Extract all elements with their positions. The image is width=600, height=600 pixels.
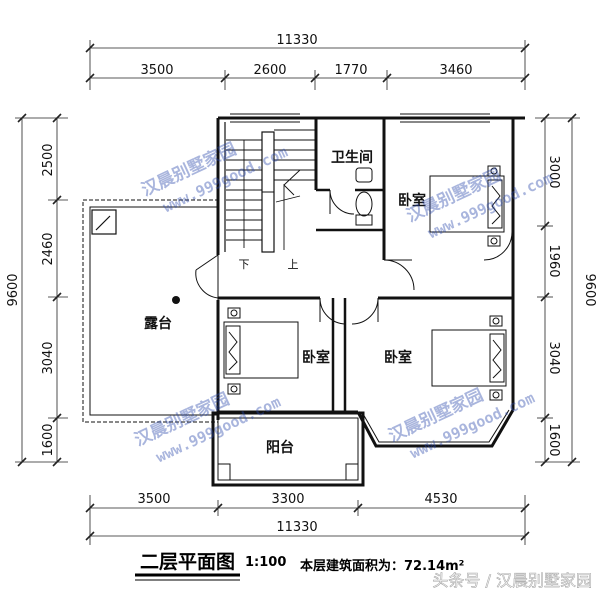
bottom-dim-1: 3500 — [137, 492, 170, 507]
left-dim-2: 2460 — [41, 232, 56, 265]
right-total-dim: 9600 — [582, 273, 597, 306]
left-dim-1: 2500 — [41, 143, 56, 176]
floor-area-label: 本层建筑面积为：72.14m² — [300, 558, 464, 574]
stair-up-label: 上 — [288, 258, 299, 271]
roof-drain-icon — [91, 209, 117, 235]
bottom-dim-2: 3300 — [271, 492, 304, 507]
stair-down-label: 下 — [239, 258, 250, 271]
balcony-label: 阳台 — [266, 439, 294, 456]
right-dim-4: 1600 — [546, 423, 561, 456]
plan-scale: 1:100 — [245, 555, 286, 570]
left-dim-3: 3040 — [41, 341, 56, 374]
bedroom-se-label: 卧室 — [384, 349, 412, 366]
dimension-lines — [15, 40, 580, 545]
right-dim-1: 3000 — [546, 155, 561, 188]
source-credit: 头条号 / 汉晨别墅家园 — [432, 571, 592, 590]
watermark-top: 汉晨别墅家园 www.999good.com — [138, 138, 290, 216]
right-dim-3: 3040 — [546, 341, 561, 374]
balcony-outline — [211, 411, 365, 487]
bottom-total-dim: 11330 — [276, 520, 317, 535]
bathroom-fixtures — [355, 167, 373, 226]
bed-ne — [429, 165, 505, 247]
watermark-bottom-right: 汉晨别墅家园 www.999good.com — [385, 384, 537, 462]
top-dim-4: 3460 — [439, 63, 472, 78]
floor-drain-icon — [172, 296, 180, 304]
watermark-bottom-left: 汉晨别墅家园 www.999good.com — [131, 388, 283, 466]
bed-sw — [223, 307, 299, 395]
bathroom-label: 卫生间 — [331, 149, 373, 166]
dimension-ticks — [17, 43, 577, 541]
top-dim-2: 2600 — [253, 63, 286, 78]
bay-window — [356, 409, 515, 448]
left-total-dim: 9600 — [6, 273, 21, 306]
top-total-dim: 11330 — [276, 33, 317, 48]
bottom-dim-3: 4530 — [424, 492, 457, 507]
staircase — [226, 129, 316, 253]
top-dim-1: 3500 — [140, 63, 173, 78]
doors — [195, 189, 513, 325]
bedroom-sw-label: 卧室 — [302, 349, 330, 366]
terrace-outline — [82, 199, 219, 423]
bed-se — [431, 315, 507, 401]
plan-title: 二层平面图 — [140, 551, 235, 573]
top-dim-3: 1770 — [334, 63, 367, 78]
bedroom-ne-label: 卧室 — [398, 192, 426, 209]
right-dim-2: 1960 — [546, 244, 561, 277]
terrace-label: 露台 — [144, 315, 172, 332]
walls — [216, 113, 525, 420]
left-dim-4: 1600 — [41, 423, 56, 456]
